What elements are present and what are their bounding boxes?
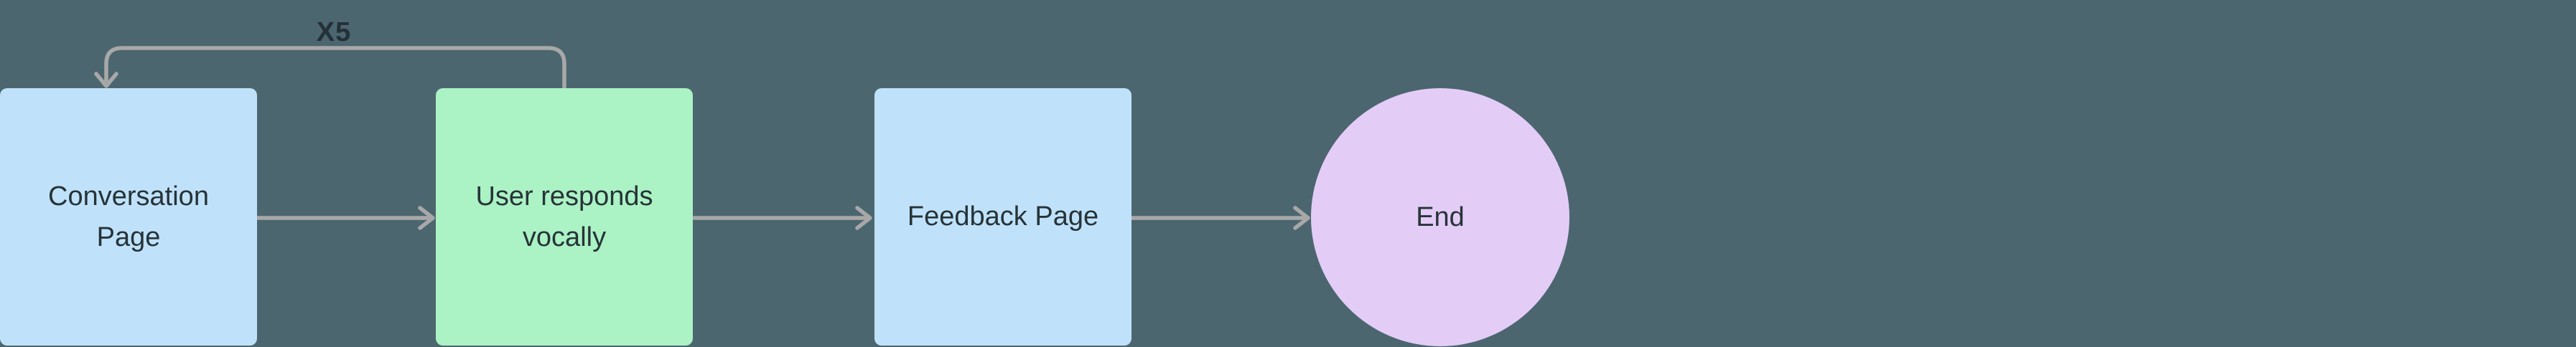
loop-count-label: X5 [316,17,352,47]
node-conversation-page-label: Conversation Page [48,181,209,252]
node-feedback-page[interactable]: Feedback Page [874,88,1131,346]
node-user-responds-vocally-label: User responds vocally [475,181,653,252]
node-user-responds-vocally[interactable]: User responds vocally [436,88,693,346]
node-end-label: End [1416,201,1465,232]
arrowhead-right-icon [418,206,435,230]
edge-user-responds-to-feedback [692,206,872,230]
edge-loop-back [94,46,566,90]
node-feedback-page-label: Feedback Page [907,201,1099,232]
arrowhead-right-icon [855,206,872,230]
node-end[interactable]: End [1311,88,1569,346]
node-conversation-page[interactable]: Conversation Page [0,88,257,346]
edge-feedback-to-end [1129,206,1310,230]
arrowhead-down-icon [94,72,118,88]
edge-conversation-to-user-responds [256,206,435,230]
arrowhead-right-icon [1293,206,1310,230]
